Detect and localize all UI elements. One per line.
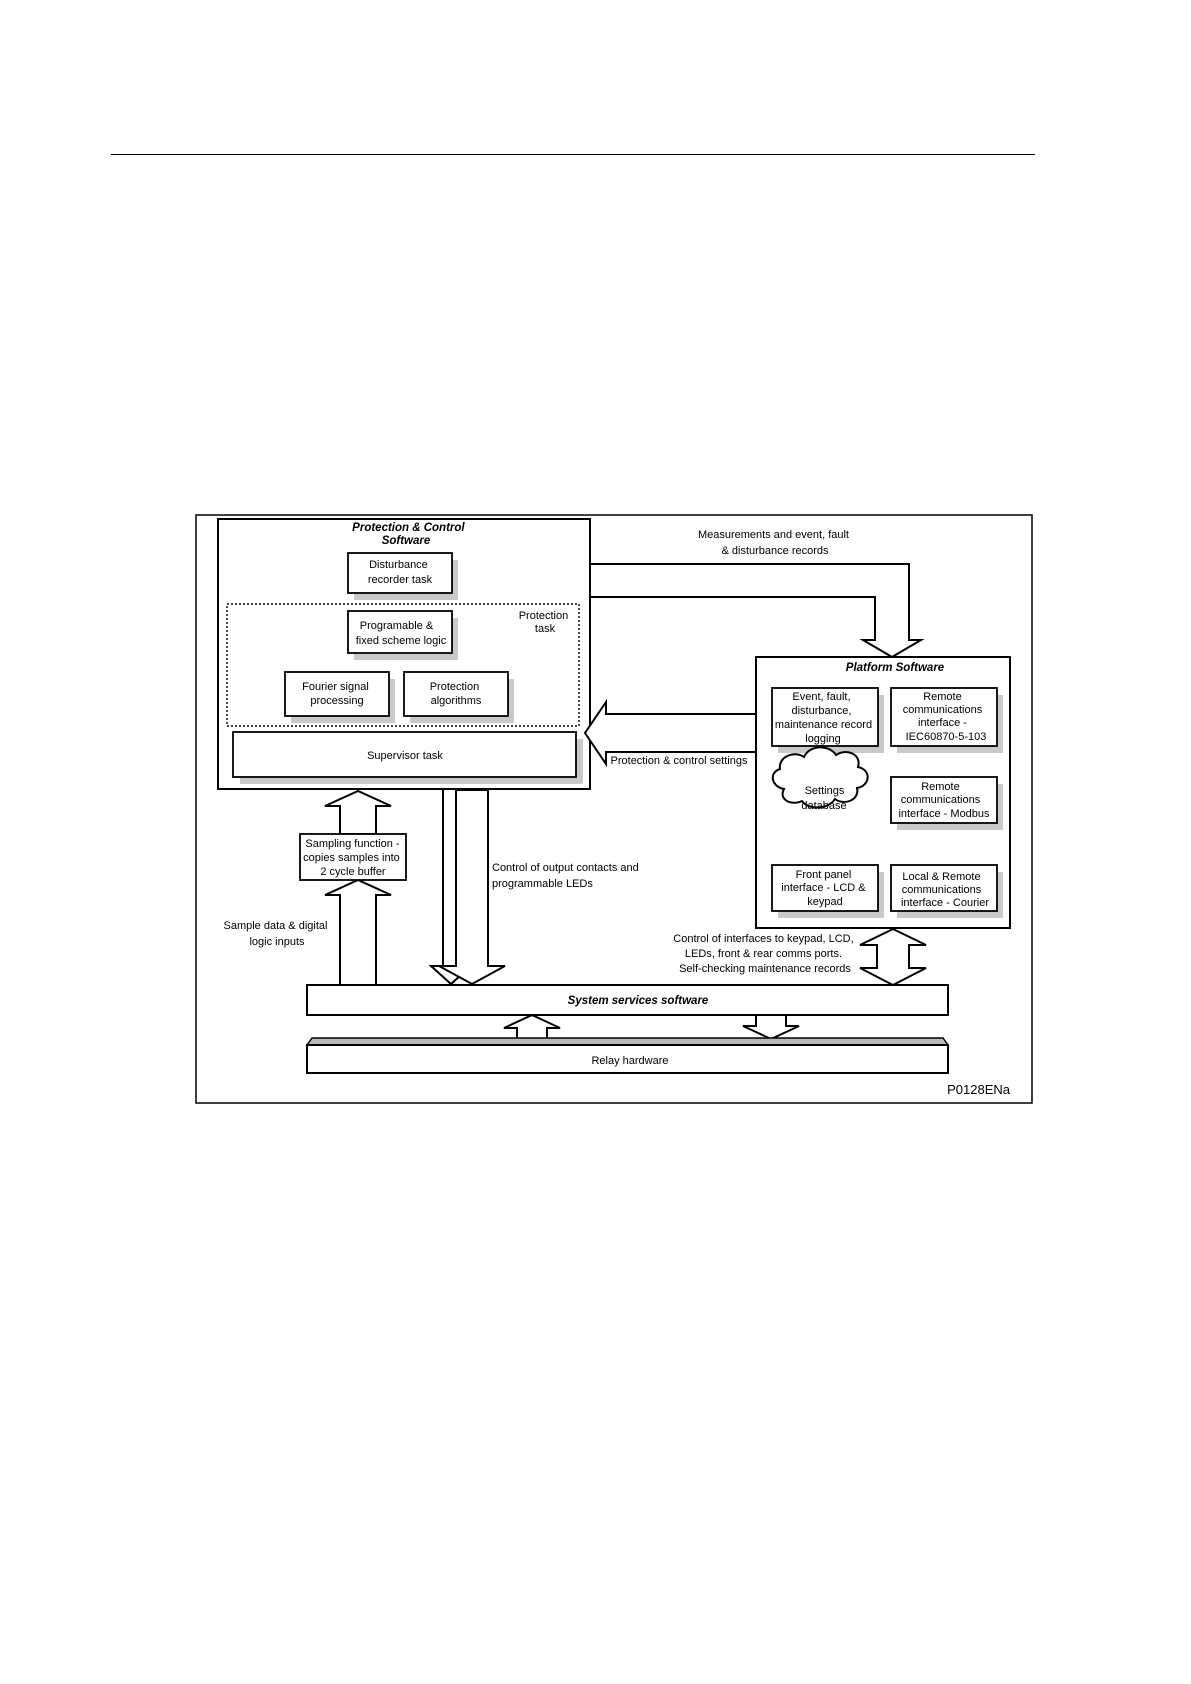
fourier-box: [284, 671, 390, 717]
settings-flow-label: Protection & control settings: [611, 755, 748, 767]
protection-algorithms-box: [403, 671, 509, 717]
disturbance-recorder-box: [347, 552, 453, 594]
remote-iec-label: Remote communications interface - IEC608…: [903, 691, 987, 743]
arrow-samples-to-protection: [324, 789, 392, 835]
platform-title: Platform Software: [846, 662, 945, 674]
disturbance-recorder-label: Disturbance recorder task: [368, 559, 433, 586]
system-services-box: [306, 984, 949, 1016]
arrow-hardware-down: [742, 1014, 800, 1041]
settings-database-label: Settings database: [801, 785, 847, 812]
interfaces-label: Control of interfaces to keypad, LCD, LE…: [673, 933, 856, 975]
arrow-output-contacts-body: [438, 789, 506, 986]
remote-iec-box: [890, 687, 998, 747]
sampling-function-label: Sampling function - copies samples into …: [303, 838, 403, 878]
measurements-label: Measurements and event, fault & disturba…: [698, 529, 852, 557]
fourier-label: Fourier signal processing: [302, 681, 372, 707]
sample-data-label: Sample data & digital logic inputs: [223, 920, 330, 948]
event-logging-label: Event, fault, disturbance, maintenance r…: [775, 691, 875, 745]
arrow-records-to-platform: [591, 563, 925, 659]
header-rule: [111, 154, 1035, 155]
front-panel-label: Front panel interface - LCD & keypad: [781, 869, 868, 908]
relay-hardware-top: [305, 1037, 950, 1046]
protection-control-title: Protection & Control Software: [352, 522, 468, 547]
supervisor-box: [232, 731, 577, 778]
event-logging-box: [771, 687, 879, 747]
sampling-function-box: [299, 833, 407, 881]
front-panel-box: [771, 864, 879, 912]
scheme-logic-label: Programable & fixed scheme logic: [356, 620, 447, 647]
system-services-label: System services software: [568, 995, 709, 1007]
relay-hardware-box: [306, 1044, 949, 1074]
protection-task-region: [226, 603, 580, 727]
relay-hardware-label: Relay hardware: [591, 1055, 668, 1067]
arrow-sample-data-up: [324, 878, 392, 986]
arrow-settings-to-protection: [583, 698, 755, 768]
scheme-logic-box: [347, 610, 453, 654]
arrow-hardware-up: [503, 1013, 561, 1040]
figure-reference: P0128ENa: [947, 1082, 1011, 1097]
arrow-interfaces-bidirectional: [859, 927, 927, 987]
protection-task-label: Protection task: [519, 610, 572, 635]
remote-modbus-label: Remote communications interface - Modbus: [898, 781, 990, 820]
remote-modbus-box: [890, 776, 998, 824]
courier-label: Local & Remote communications interface …: [901, 871, 989, 909]
settings-database-cloud: [771, 746, 869, 809]
courier-box: [890, 864, 998, 912]
output-contacts-label: Control of output contacts and programma…: [492, 862, 642, 890]
protection-algorithms-label: Protection algorithms: [430, 681, 483, 707]
supervisor-label: Supervisor task: [367, 750, 443, 762]
